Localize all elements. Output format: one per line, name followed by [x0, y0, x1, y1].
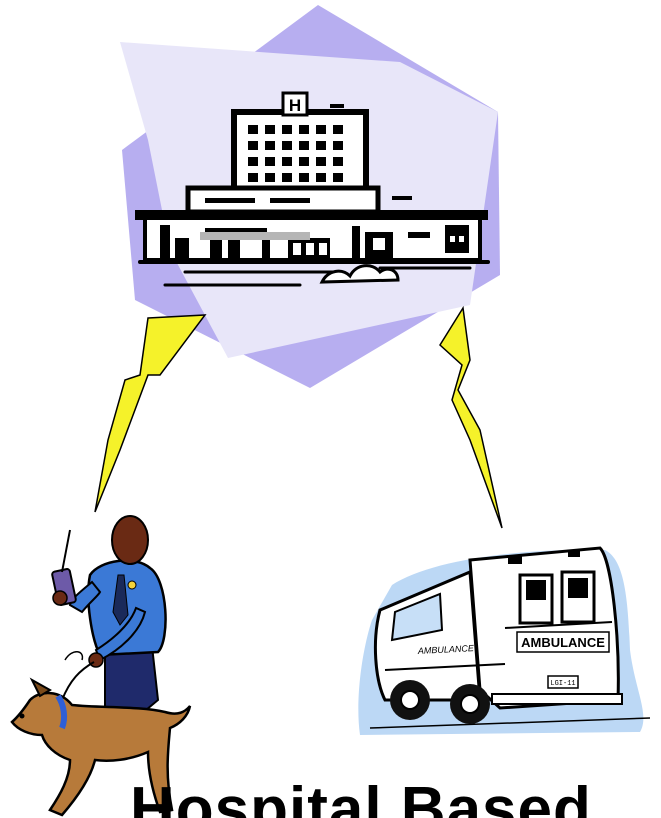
- dog-leash: [62, 662, 94, 700]
- officer-clipart: [52, 516, 166, 718]
- roof-vent: [330, 104, 344, 108]
- officer-head: [112, 516, 148, 564]
- roof-light: [508, 556, 522, 564]
- rear-hub: [461, 695, 479, 713]
- slide-caption: Hospital Based: [130, 774, 592, 818]
- caption-clip: Hospital Based: [0, 770, 661, 818]
- wing-window-band: [205, 198, 255, 203]
- leash-loop: [65, 652, 82, 660]
- right-lightning-bolt: [440, 308, 502, 528]
- ambulance-box: [470, 548, 618, 708]
- ambulance-clipart: AMBULANCE AMBULANCE LGI-11: [358, 548, 650, 735]
- ambulance-rear-text: AMBULANCE: [521, 635, 605, 650]
- badge-icon: [128, 581, 136, 589]
- radio-antenna: [62, 530, 70, 572]
- rear-window-right: [568, 578, 588, 598]
- roof-light: [568, 550, 580, 557]
- canopy-shading: [200, 232, 310, 240]
- wing-window-band: [270, 198, 310, 203]
- side-vent: [392, 196, 412, 200]
- left-lightning-bolt: [95, 315, 205, 512]
- rear-bumper: [492, 694, 622, 704]
- hospital-h-sign: H: [289, 96, 301, 115]
- officer-hand: [53, 591, 67, 605]
- rear-window-left: [526, 580, 546, 600]
- dog-eye: [20, 714, 25, 719]
- license-plate-text: LGI-11: [550, 680, 575, 688]
- front-hub: [401, 691, 419, 709]
